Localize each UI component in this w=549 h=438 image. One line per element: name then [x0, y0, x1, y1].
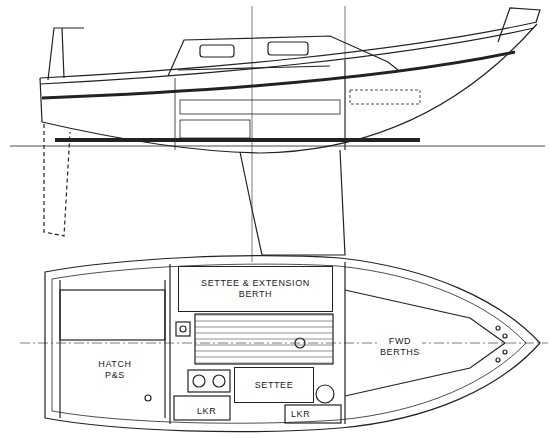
transom [40, 78, 42, 122]
sink-drain [180, 326, 186, 332]
cabin-trunk [168, 36, 398, 76]
room-label: HATCH P&S [95, 359, 135, 381]
port-light [200, 45, 234, 57]
burner [213, 375, 225, 387]
berth-profile [350, 90, 420, 104]
berth-profile [180, 120, 250, 138]
part-label: LKR [290, 409, 311, 420]
stove [188, 370, 230, 392]
cabin-sole [195, 314, 333, 364]
hull-bottom [42, 24, 537, 153]
sink [176, 322, 190, 336]
bow-fitting [496, 358, 500, 362]
room-label: SETTEE [255, 380, 294, 391]
bow-fitting [496, 326, 500, 330]
cabin-trunk-lower [178, 66, 330, 70]
cockpit-seat [60, 280, 165, 418]
keel [240, 150, 345, 255]
hull-plan [45, 256, 540, 432]
galley-locker [174, 396, 230, 420]
deck-edge [40, 28, 534, 84]
stern-fitting [145, 395, 151, 401]
room-label: SETTEE & EXTENSION BERTH [191, 278, 321, 300]
sheer-stripe [42, 52, 515, 98]
head-locker [285, 405, 341, 423]
berth-box: SETTEE & EXTENSION BERTH [178, 266, 333, 312]
berth-profile [180, 100, 340, 114]
bulkhead [175, 60, 345, 150]
boot-stripe [55, 138, 420, 142]
cockpit-well [60, 290, 165, 340]
berth-box: HATCH P&S [70, 350, 160, 390]
bow-fitting [503, 350, 507, 354]
bulkhead-plan [170, 262, 345, 424]
section-line [252, 6, 345, 262]
stern-rail [48, 28, 84, 80]
head-bowl [316, 385, 334, 403]
part-label: LKR [196, 406, 217, 417]
mast-step [295, 338, 305, 348]
port-light [268, 42, 308, 55]
baseline [10, 146, 545, 147]
burner [193, 375, 205, 387]
v-berth [345, 290, 505, 396]
sheer-line [40, 22, 537, 78]
part-label: FWD BERTHS [378, 336, 422, 358]
bow-fitting [503, 334, 507, 338]
bow-pulpit [498, 8, 540, 42]
rudder [44, 124, 70, 236]
berth-box: SETTEE [234, 367, 314, 403]
deck-line-plan [52, 264, 526, 423]
